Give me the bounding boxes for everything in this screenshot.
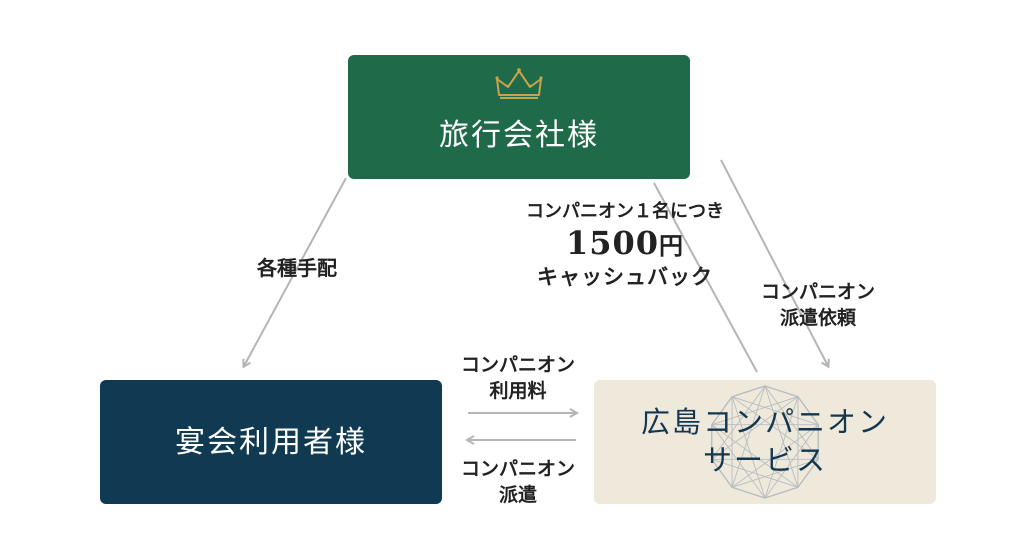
arrow-service-to-travel bbox=[653, 182, 758, 373]
dispatch-request-line2: 派遣依頼 bbox=[779, 306, 856, 329]
dispatch-line2: 派遣 bbox=[498, 483, 537, 506]
service-label-line1: 広島コンパニオン bbox=[640, 405, 889, 440]
dispatch-request-line1: コンパニオン bbox=[760, 281, 875, 303]
edge-label-dispatch: コンパニオン 派遣 bbox=[438, 457, 598, 508]
cashback-line3: キャッシュバック bbox=[537, 263, 713, 289]
edge-label-arrangement: 各種手配 bbox=[257, 256, 337, 280]
usage-fee-line2: 利用料 bbox=[489, 379, 547, 402]
arrow-travel-to-service bbox=[720, 159, 828, 366]
dispatch-line1: コンパニオン bbox=[460, 458, 575, 480]
cashback-amount: 1500 bbox=[565, 224, 660, 263]
arrow-travel-to-banquet bbox=[244, 177, 347, 366]
node-companion-service: 広島コンパニオン サービス bbox=[594, 380, 936, 504]
banquet-user-label: 宴会利用者様 bbox=[175, 424, 367, 460]
cashback-unit: 円 bbox=[659, 231, 685, 261]
travel-agency-label: 旅行会社様 bbox=[439, 117, 599, 153]
node-banquet-user: 宴会利用者様 bbox=[100, 380, 442, 504]
node-travel-agency: 旅行会社様 bbox=[348, 55, 690, 179]
edge-label-usage-fee: コンパニオン 利用料 bbox=[438, 353, 598, 404]
edge-label-cashback: コンパニオン１名につき 1500円 キャッシュバック bbox=[520, 200, 730, 291]
crown-icon bbox=[495, 68, 543, 99]
service-label-line2: サービス bbox=[702, 443, 827, 477]
companion-service-label: 広島コンパニオン サービス bbox=[641, 404, 889, 479]
decagon-star-icon bbox=[711, 385, 819, 499]
edge-label-dispatch-request: コンパニオン 派遣依頼 bbox=[738, 280, 898, 331]
cashback-amount-line: 1500円 bbox=[520, 224, 730, 262]
cashback-line1: コンパニオン１名につき bbox=[526, 201, 724, 222]
usage-fee-line1: コンパニオン bbox=[460, 354, 575, 376]
